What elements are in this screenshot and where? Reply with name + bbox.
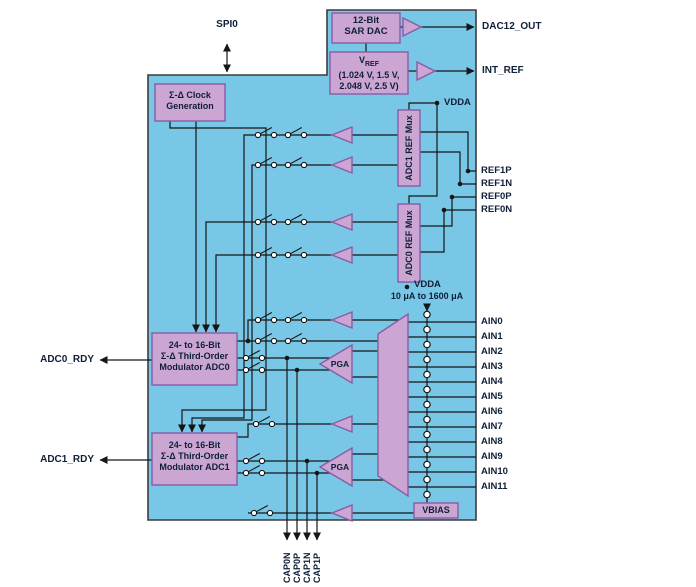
cap1p-pin-label: CAP1P	[312, 553, 322, 583]
adc0-line3: Modulator ADC0	[159, 362, 230, 372]
adc1-ref-mux-label: ADC1 REF Mux	[404, 115, 414, 181]
ref1-buffer-b-icon	[330, 155, 353, 175]
adc0-modulator-label: 24- to 16-Bit Σ-Δ Third-Order Modulator …	[152, 340, 237, 373]
ref0-buffer-b-icon	[330, 245, 353, 265]
spi0-pin-label: SPI0	[216, 19, 238, 30]
adc1-line3: Modulator ADC1	[159, 462, 230, 472]
ref0p-pin-label: REF0P	[481, 191, 512, 202]
junction-dots	[245, 100, 471, 476]
adc1-modulator-block	[151, 432, 238, 486]
clock-generation-label: Σ-Δ Clock Generation	[155, 90, 225, 112]
cap1n-pin-label: CAP1N	[302, 552, 312, 583]
cap0n-pin-label: CAP0N	[282, 552, 292, 583]
ain0-pin-label: AIN0	[481, 316, 503, 327]
vref-line3: 2.048 V, 2.5 V)	[339, 80, 399, 91]
current-range-label: 10 μA to 1600 μA	[390, 291, 464, 301]
clock-line1: Σ-Δ Clock	[169, 90, 211, 100]
vbias-buffer-icon	[330, 503, 353, 523]
ain2-pin-label: AIN2	[481, 346, 503, 357]
vref-block-label: VREF (1.024 V, 1.5 V, 2.048 V, 2.5 V)	[330, 55, 408, 92]
vref-line1: VREF	[358, 55, 379, 68]
sar-dac-block	[331, 12, 401, 44]
clock-generation-block	[154, 83, 226, 122]
ain9-pin-label: AIN9	[481, 451, 503, 462]
ain7-pin-label: AIN7	[481, 421, 503, 432]
adc1-modulator-label: 24- to 16-Bit Σ-Δ Third-Order Modulator …	[152, 440, 237, 473]
ref0-buffer-a-icon	[330, 212, 353, 232]
pga1-label: PGA	[330, 462, 350, 472]
ain10-pin-label: AIN10	[481, 466, 508, 477]
vdda-top-label: VDDA	[444, 97, 471, 108]
adc0-line2: Σ-Δ Third-Order	[160, 351, 229, 361]
sar-dac-block-label: 12-Bit SAR DAC	[332, 15, 400, 37]
adc0-line1: 24- to 16-Bit	[168, 340, 221, 350]
ain3-pin-label: AIN3	[481, 361, 503, 372]
vref-block	[329, 51, 409, 95]
vref-line2: (1.024 V, 1.5 V,	[338, 69, 400, 80]
int-ref-buffer-icon	[416, 60, 437, 82]
analog-input-mux	[377, 312, 409, 498]
sar-dac-line1: 12-Bit	[352, 15, 380, 26]
current-source-chain	[423, 310, 431, 499]
ain8-pin-label: AIN8	[481, 436, 503, 447]
adc1-line1: 24- to 16-Bit	[168, 440, 221, 450]
clock-line2: Generation	[166, 101, 214, 111]
adc0-ref-mux-block	[397, 203, 421, 283]
wires	[99, 23, 476, 541]
dac12-out-pin-label: DAC12_OUT	[482, 21, 542, 32]
adc1-line2: Σ-Δ Third-Order	[160, 451, 229, 461]
blocks	[151, 12, 459, 523]
ref1-buffer-a-icon	[330, 125, 353, 145]
ref1p-pin-label: REF1P	[481, 165, 512, 176]
ref0n-pin-label: REF0N	[481, 204, 513, 215]
vdda-current-label: VDDA	[414, 279, 441, 290]
adc1-bypass-buffer-icon	[330, 414, 353, 434]
ain6-pin-label: AIN6	[481, 406, 503, 417]
vbias-block	[413, 502, 459, 519]
sar-dac-line2: SAR DAC	[344, 26, 388, 37]
vbias-label: VBIAS	[422, 505, 450, 515]
adc1-rdy-pin-label: ADC1_RDY	[40, 454, 94, 465]
adc0-bypass-buffer-icon	[330, 310, 353, 330]
cap0p-pin-label: CAP0P	[292, 553, 302, 583]
dac-output-buffer-icon	[402, 16, 423, 38]
int-ref-pin-label: INT_REF	[482, 65, 524, 76]
ain5-pin-label: AIN5	[481, 391, 503, 402]
ref1n-pin-label: REF1N	[481, 178, 513, 189]
pga0-label: PGA	[330, 359, 350, 369]
adc0-ref-mux-label: ADC0 REF Mux	[404, 210, 414, 276]
ain1-pin-label: AIN1	[481, 331, 503, 342]
ain11-pin-label: AIN11	[481, 481, 508, 492]
pga0-amplifier-icon	[318, 343, 353, 385]
ain4-pin-label: AIN4	[481, 376, 503, 387]
adc1-ref-mux-block	[397, 109, 421, 187]
adc0-rdy-pin-label: ADC0_RDY	[40, 354, 94, 365]
pga1-amplifier-icon	[318, 446, 353, 488]
adc0-modulator-block	[151, 332, 238, 386]
